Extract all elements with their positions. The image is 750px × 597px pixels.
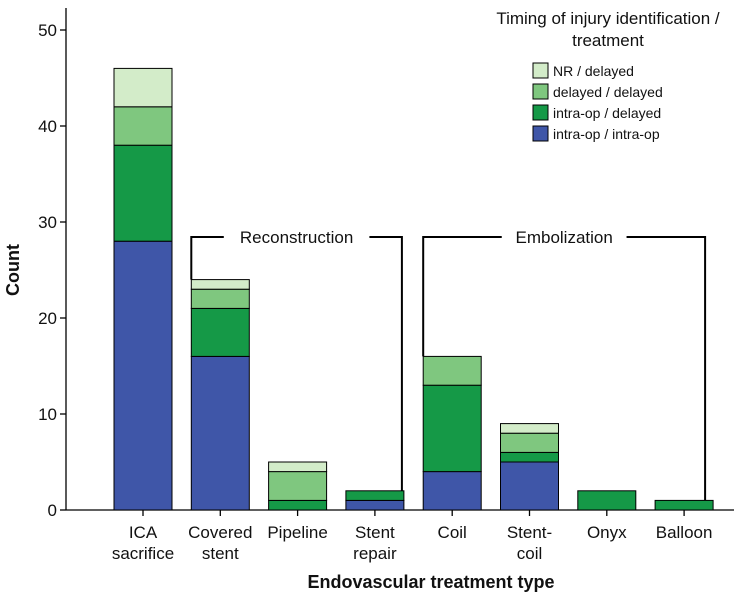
y-tick-label: 10 [38,405,57,424]
legend-label: delayed / delayed [553,84,663,100]
bar-segment [422,471,482,511]
group-label: Reconstruction [240,228,353,247]
bar-segment [500,461,559,511]
bar-segment [422,355,482,386]
bar-segment [654,499,714,511]
group-bracket-line [190,236,224,280]
bar-segment [268,461,328,473]
y-tick-label: 50 [38,21,57,40]
bar-segment [113,144,173,242]
group-bracket-line [369,236,403,491]
legend-label: intra-op / delayed [553,105,661,121]
group-brackets: Reconstruction Embolization [190,228,707,501]
x-tick-label: ICA [129,523,158,542]
x-tick-label: Pipeline [267,523,328,542]
x-tick-label: Balloon [656,523,713,542]
legend-title: treatment [572,31,644,50]
bar-segment [113,240,173,511]
legend-swatch [532,62,549,79]
bar-segment [113,67,173,108]
bar-segment [190,279,250,290]
bar-segment [345,499,405,511]
group-bracket-line [422,236,502,357]
x-tick-label: Stent [355,523,395,542]
legend-label: NR / delayed [553,63,634,79]
x-tick-label: coil [517,544,543,563]
bar-segment [500,432,559,453]
y-axis-title: Count [3,244,23,296]
x-tick-label: Covered [188,523,252,542]
group-bracket-line [626,236,707,501]
x-tick-label: Onyx [587,523,627,542]
y-tick-label: 30 [38,213,57,232]
x-tick-label: sacrifice [112,544,174,563]
legend-title: Timing of injury identification / [496,9,720,28]
x-tick-label: Coil [438,523,467,542]
legend-swatch [532,125,549,142]
bar-segment [268,499,328,511]
legend-label: intra-op / intra-op [553,126,660,142]
x-tick-label: repair [353,544,397,563]
bars [113,67,714,511]
bar-segment [113,106,173,146]
bar-segment [190,307,250,357]
y-tick-label: 20 [38,309,57,328]
x-axis-title: Endovascular treatment type [307,572,554,592]
bar-segment [500,451,559,463]
legend-swatch [532,104,549,121]
y-tick-label: 40 [38,117,57,136]
bar-segment [345,490,405,501]
group-label: Embolization [515,228,612,247]
legend-swatch [532,83,549,100]
legend: Timing of injury identification / treatme… [496,9,720,142]
x-tick-label: stent [202,544,239,563]
bar-segment [577,490,637,511]
x-tick-label: Stent- [507,523,552,542]
bar-segment [500,423,559,434]
bar-segment [422,384,482,473]
bar-segment [190,355,250,511]
bar-segment [190,288,250,309]
y-tick-label: 0 [48,501,57,520]
bar-segment [268,471,328,501]
